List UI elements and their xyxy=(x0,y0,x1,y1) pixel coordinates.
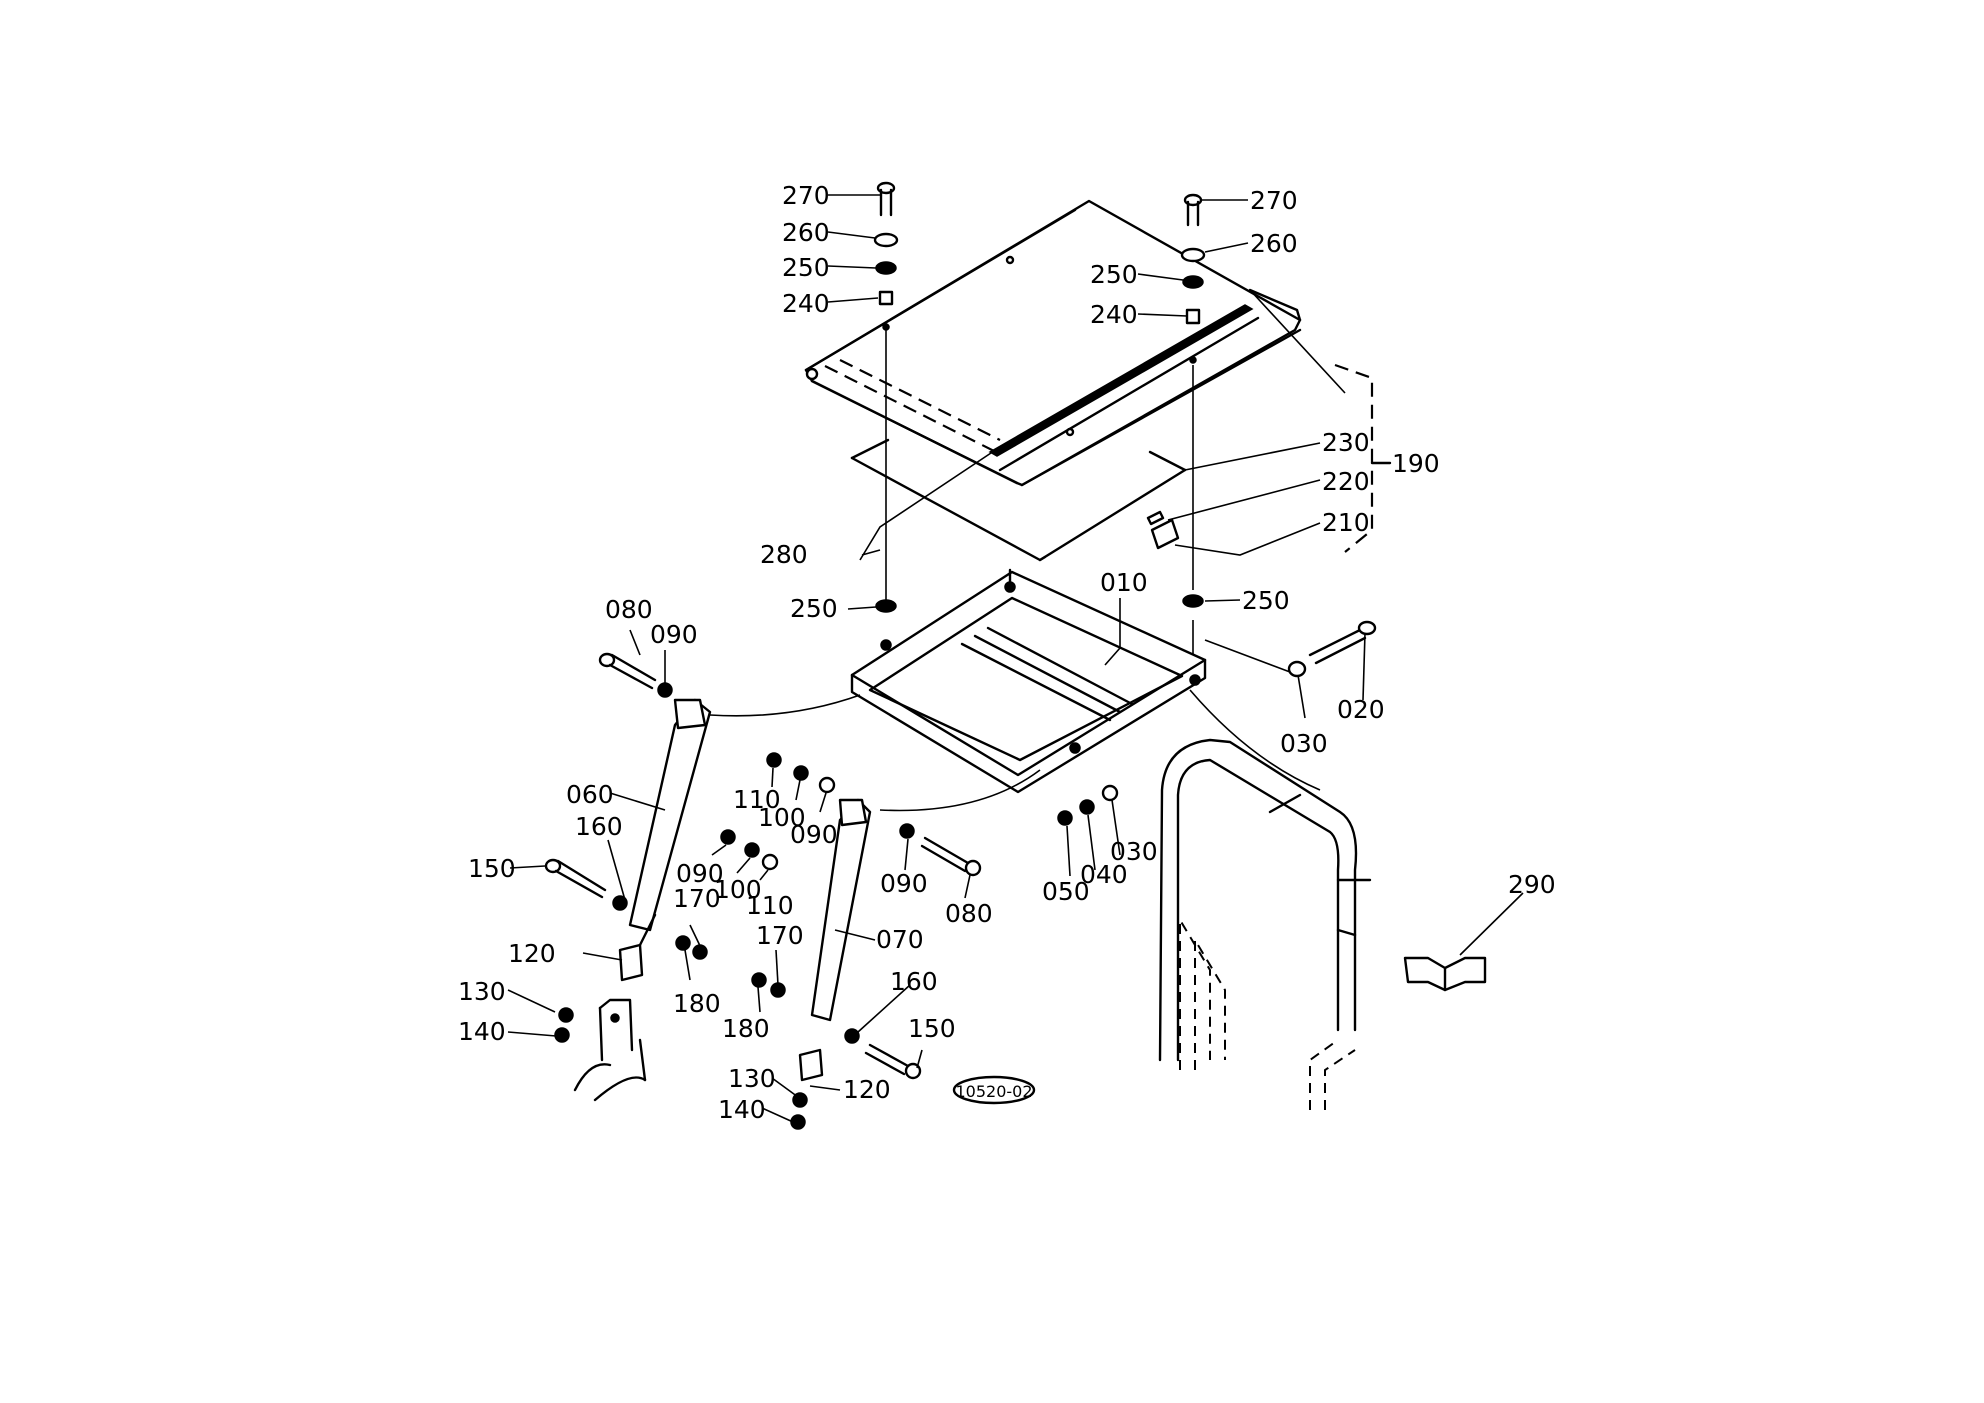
label-070: 070 xyxy=(876,925,924,954)
label-010: 010 xyxy=(1100,568,1148,597)
label-030: 030 xyxy=(1110,837,1158,866)
small-nuts xyxy=(554,752,1119,1130)
label-140: 140 xyxy=(718,1095,766,1124)
rops-frame xyxy=(1158,738,1372,1110)
seal-plate xyxy=(850,438,1187,562)
stay-070 xyxy=(798,798,872,1082)
label-150: 150 xyxy=(468,854,516,883)
label-020: 020 xyxy=(1337,695,1385,724)
label-150: 150 xyxy=(908,1014,956,1043)
label-080: 080 xyxy=(605,595,653,624)
label-290: 290 xyxy=(1508,870,1556,899)
label-190: 190 xyxy=(1392,449,1440,478)
bolt-stack-left xyxy=(873,181,899,331)
label-250: 250 xyxy=(790,594,838,623)
label-230: 230 xyxy=(1322,428,1370,457)
label-160: 160 xyxy=(575,812,623,841)
bolt-150-left xyxy=(544,858,628,911)
leader-lines xyxy=(507,194,1524,1123)
bolt-080-left xyxy=(598,652,673,698)
label-030: 030 xyxy=(1280,729,1328,758)
label-170: 170 xyxy=(756,921,804,950)
roof-frame xyxy=(850,568,1207,794)
label-110: 110 xyxy=(733,785,781,814)
label-270: 270 xyxy=(782,181,830,210)
label-160: 160 xyxy=(890,967,938,996)
washer-250-right xyxy=(1182,594,1204,608)
label-260: 260 xyxy=(782,218,830,247)
label-040: 040 xyxy=(1080,860,1128,889)
label-130: 130 xyxy=(728,1064,776,1093)
clip-bracket xyxy=(1146,510,1180,550)
roof-panel xyxy=(804,199,1302,487)
label-090: 090 xyxy=(880,869,928,898)
label-180: 180 xyxy=(722,1014,770,1043)
label-050: 050 xyxy=(1042,877,1090,906)
label-140: 140 xyxy=(458,1017,506,1046)
group-bracket-190 xyxy=(1334,363,1374,553)
label-080: 080 xyxy=(945,899,993,928)
bolt-020 xyxy=(1204,620,1377,678)
label-110: 110 xyxy=(746,891,794,920)
open-book-icon xyxy=(1403,956,1487,992)
label-280: 280 xyxy=(760,540,808,569)
label-250: 250 xyxy=(782,253,830,282)
label-120: 120 xyxy=(843,1075,891,1104)
label-210: 210 xyxy=(1322,508,1370,537)
label-130: 130 xyxy=(458,977,506,1006)
label-060: 060 xyxy=(566,780,614,809)
part-labels: 270 260 250 240 270 260 250 240 230 220 … xyxy=(458,181,1556,1124)
label-090: 090 xyxy=(650,620,698,649)
label-220: 220 xyxy=(1322,467,1370,496)
label-090: 090 xyxy=(790,820,838,849)
label-180: 180 xyxy=(673,989,721,1018)
label-250: 250 xyxy=(1242,586,1290,615)
label-240: 240 xyxy=(782,289,830,318)
label-170: 170 xyxy=(673,884,721,913)
stay-060 xyxy=(618,698,712,982)
label-100: 100 xyxy=(758,803,806,832)
label-270: 270 xyxy=(1250,186,1298,215)
mount-bracket-left xyxy=(573,998,647,1102)
label-100: 100 xyxy=(714,875,762,904)
washer-250-left xyxy=(875,599,897,613)
label-090: 090 xyxy=(676,859,724,888)
label-260: 260 xyxy=(1250,229,1298,258)
figure-code-badge: 10520-02 xyxy=(952,1075,1036,1105)
label-120: 120 xyxy=(508,939,556,968)
figure-code: 10520-02 xyxy=(955,1082,1032,1101)
bolt-080-right xyxy=(899,823,982,877)
label-240: 240 xyxy=(1090,300,1138,329)
label-250: 250 xyxy=(1090,260,1138,289)
